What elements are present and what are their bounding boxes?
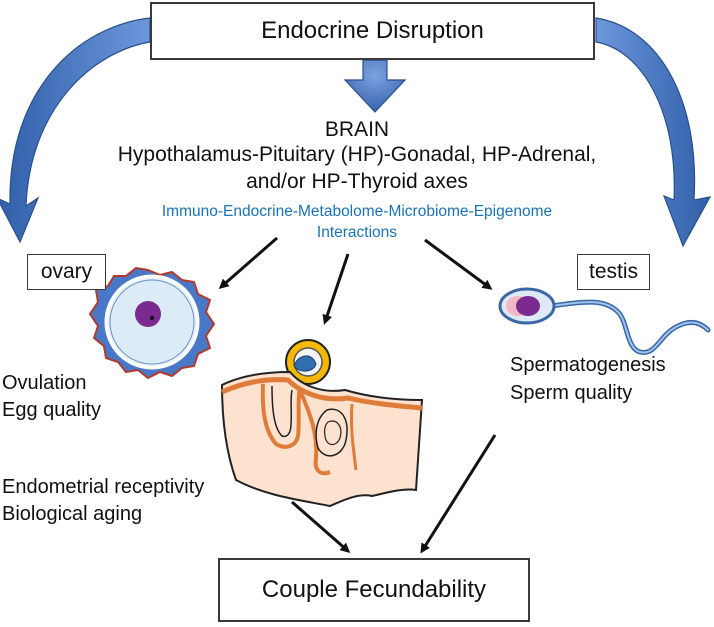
left-curved-arrow	[0, 17, 151, 244]
arrow-to-endometrium	[322, 253, 350, 325]
interactions-line2: Interactions	[316, 224, 398, 241]
endocrine-disruption-box: Endocrine Disruption	[150, 2, 595, 60]
egg-quality-label: Egg quality	[2, 399, 101, 421]
testis-tag-label: testis	[588, 260, 638, 283]
outcome-label: Couple Fecundability	[261, 576, 487, 603]
ovary-tag-label: ovary	[40, 260, 93, 283]
ovulation-label: Ovulation	[2, 372, 87, 394]
biological-aging-label: Biological aging	[2, 503, 143, 525]
arrow-endometrium-to-outcome	[291, 500, 351, 553]
hp-axes-line2: and/or HP-Thyroid axes	[246, 170, 468, 193]
ovary-follicle-illustration	[88, 266, 216, 380]
ovary-tag: ovary	[27, 254, 106, 290]
spermatogenesis-label: Spermatogenesis	[510, 354, 666, 376]
embryo-illustration	[285, 339, 331, 385]
arrow-to-testis	[424, 238, 493, 290]
sperm-quality-label: Sperm quality	[510, 382, 633, 404]
sperm-illustration	[498, 287, 711, 355]
arrow-testis-to-outcome	[420, 434, 497, 554]
interactions-line1: Immuno-Endocrine-Metabolome-Microbiome-E…	[161, 203, 553, 220]
brain-heading: BRAIN	[324, 118, 390, 141]
arrow-to-ovary	[218, 236, 278, 289]
endometrium-illustration	[220, 370, 424, 508]
couple-fecundability-box: Couple Fecundability	[218, 558, 530, 622]
right-curved-arrow	[595, 17, 712, 248]
title-label: Endocrine Disruption	[261, 17, 484, 44]
hp-axes-line1: Hypothalamus-Pituitary (HP)-Gonadal, HP-…	[117, 143, 597, 166]
down-block-arrow	[343, 59, 407, 113]
testis-tag: testis	[577, 254, 650, 290]
endometrial-receptivity-label: Endometrial receptivity	[2, 476, 205, 498]
